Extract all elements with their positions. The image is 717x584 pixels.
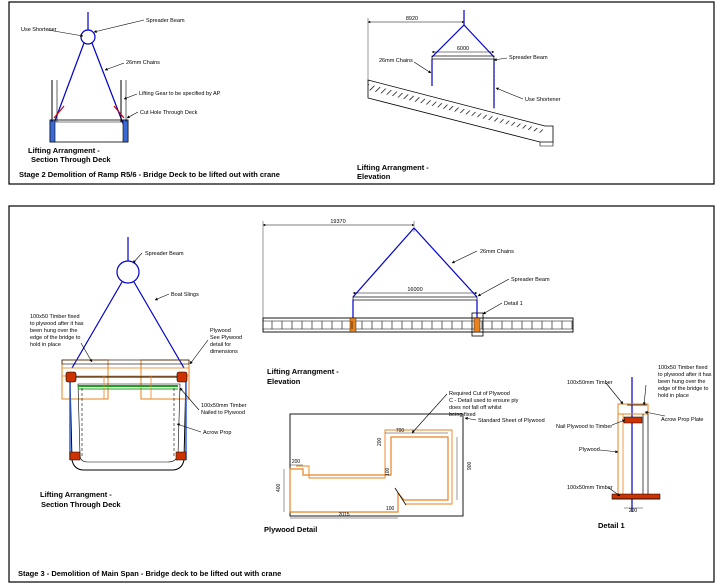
detail1-drawing: 200 100x50mm Timber 100x50 Timber fixed … (556, 365, 712, 530)
stage3-section-drawing: Spreader Beam Boat Slings 100x50 Timber … (30, 237, 247, 509)
ply-note-cut-2: C - Detail used to ensure ply (449, 398, 519, 404)
stage2-section-drawing: Use Shortener Spreader Beam 26mm Chains … (21, 12, 221, 164)
plywood-detail-drawing: 700 200 900 200 400 100 100 2015 Require… (264, 391, 545, 534)
ply-dim-700: 700 (396, 428, 405, 434)
ply-dim-200a: 200 (377, 437, 383, 446)
d1-nail: Nail Plywood to Timber (556, 424, 612, 430)
callout-use-shortener: Use Shortener (21, 27, 57, 33)
ply-caption: Plywood Detail (264, 525, 317, 534)
truss-verticals (271, 321, 573, 329)
stage2-elevation-drawing: 8920 6000 26mm Chains Spreader Beam Use … (357, 10, 561, 181)
ply-note-cut-1: Required Cut of Plywood (449, 391, 510, 397)
s3-elev-caption-2: Elevation (267, 377, 301, 386)
s3-section-caption-1: Lifting Arrangment - (40, 490, 112, 499)
stage2-frame (8, 1, 715, 185)
s3-callout-timber-fixed-1: 100x50 Timber fixed (30, 314, 80, 320)
ply-dim-200b: 200 (292, 459, 301, 465)
stage3-panel: Spreader Beam Boat Slings 100x50 Timber … (8, 205, 715, 583)
d1-timber-fixed-1: 100x50 Timber fixed (658, 365, 708, 371)
stage2-elev-caption-1: Lifting Arrangment - (357, 163, 429, 172)
s3-elev-chains: 26mm Chains (480, 249, 514, 255)
s3-callout-timber-fixed-5: hold in place (30, 342, 61, 348)
s3-dim-spreader: 16000 (407, 287, 422, 293)
s3-dim-overall: 19370 (330, 219, 345, 225)
deck-box (49, 119, 129, 143)
s3-callout-timber-nailed-1: 100x50mm Timber (201, 403, 247, 409)
ply-note-sheet: Standard Sheet of Plywood (478, 418, 545, 424)
s3-callout-timber-fixed-2: to plywood after it has (30, 321, 84, 327)
stage2-elev-caption-2: Elevation (357, 172, 391, 181)
plywood-cut-profile (289, 436, 449, 513)
stage3-title: Stage 3 - Demolition of Main Span - Brid… (18, 569, 281, 578)
deck-section (69, 376, 187, 471)
s3-section-caption-2: Section Through Deck (41, 500, 121, 509)
s3-callout-timber-fixed-4: edge of the bridge to (30, 335, 80, 341)
stage2-elev-chains: 26mm Chains (379, 58, 413, 64)
spreader-beam-circle (80, 29, 96, 45)
s3-callout-plywood-4: dimensions (210, 349, 238, 355)
ply-dim-100: 100 (385, 467, 391, 476)
s3-elev-detail1: Detail 1 (504, 301, 523, 307)
d1-timber-top: 100x50mm Timber (567, 380, 613, 386)
spreader-beam-circle (116, 260, 140, 284)
d1-timber-fixed-3: been hung over the (658, 379, 705, 385)
callout-lifting-gear: Lifting Gear to be specified by AP (139, 91, 221, 97)
spreader-beam (431, 55, 495, 60)
callout-spreader-beam: Spreader Beam (146, 18, 185, 24)
stage2-dim-overall: 8920 (406, 16, 418, 22)
ply-dim-900: 900 (467, 461, 473, 470)
stage2-panel: Use Shortener Spreader Beam 26mm Chains … (8, 1, 715, 185)
standard-plywood-sheet (289, 413, 464, 517)
stage2-title: Stage 2 Demolition of Ramp R5/6 - Bridge… (19, 170, 280, 179)
s3-callout-plywood-1: Plywood (210, 328, 231, 334)
ply-dim-400: 400 (276, 483, 282, 492)
s3-callout-plywood-2: See Plywood (210, 335, 242, 341)
ply-note-cut-3: does not fall off whilst (449, 405, 502, 411)
d1-plywood: Plywood (579, 447, 600, 453)
d1-timber-bottom: 100x50mm Timber (567, 485, 613, 491)
stage2-dim-spreader: 6000 (457, 46, 469, 52)
ply-dim-100b: 100 (386, 506, 395, 512)
stage2-elev-spreader: Spreader Beam (509, 55, 548, 61)
callout-cut-hole: Cut Hole Through Deck (140, 110, 198, 116)
ply-dim-2015: 2015 (338, 512, 349, 518)
s3-callout-acrow: Acrow Prop (203, 430, 231, 436)
callout-chains: 26mm Chains (126, 60, 160, 66)
s3-callout-timber-nailed-2: Nailed to Plywood (201, 410, 245, 416)
s3-callout-spreader: Spreader Beam (145, 251, 184, 257)
main-span-truss (262, 317, 574, 333)
s3-callout-plywood-3: detail for (210, 342, 231, 348)
d1-timber-fixed-5: hold in place (658, 393, 689, 399)
s3-callout-timber-fixed-3: been hung over the (30, 328, 77, 334)
stage2-section-caption-1: Lifting Arrangment - (28, 146, 100, 155)
d1-timber-fixed-4: edge of the bridge to (658, 386, 708, 392)
stage2-elev-shortener: Use Shortener (525, 97, 561, 103)
s3-elev-spreader: Spreader Beam (511, 277, 550, 283)
s3-callout-boat-slings: Boat Slings (171, 292, 199, 298)
stage2-section-caption-2: Section Through Deck (31, 155, 111, 164)
d1-caption: Detail 1 (598, 521, 625, 530)
stage3-frame (8, 205, 715, 583)
d1-dim-200: 200 (629, 508, 638, 514)
d1-timber-fixed-2: to plywood after it has (658, 372, 712, 378)
d1-acrow-plate: Acrow Prop Plate (661, 417, 704, 423)
ply-note-cut-4: being fixed (449, 412, 476, 418)
s3-spreader-beam (352, 296, 478, 301)
s3-elev-caption-1: Lifting Arrangment - (267, 367, 339, 376)
stage3-elevation-drawing: 19370 16000 26mm Chains Spreader Beam (262, 219, 574, 386)
